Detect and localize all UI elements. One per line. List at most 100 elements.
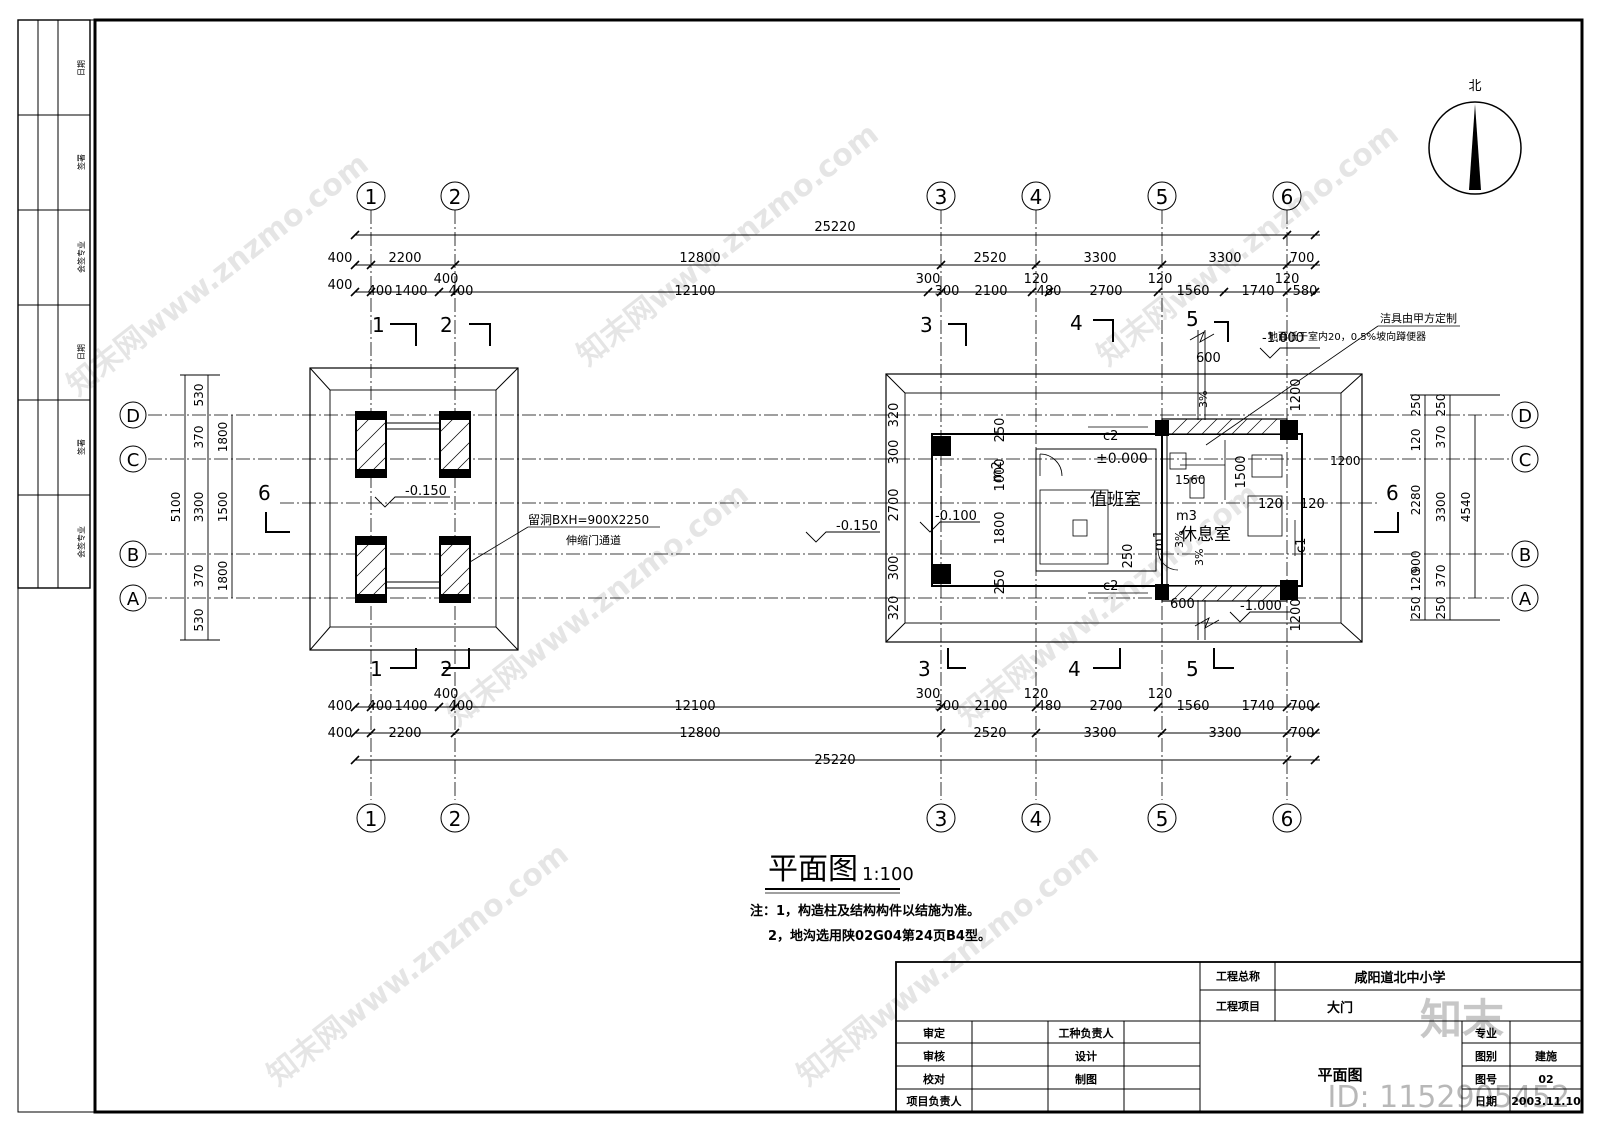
column-axis-bubbles-bottom: 1 2 3 4 5 6 xyxy=(356,803,1302,833)
tb-right-value: 02 xyxy=(1538,1073,1553,1086)
tb-sheet-title: 平面图 xyxy=(1317,1066,1362,1084)
dim-text: 120 xyxy=(1024,687,1049,702)
dim-text: 2100 xyxy=(974,284,1007,299)
dim-text: 3300 xyxy=(1083,726,1116,741)
dim-text: 1400 xyxy=(394,284,427,299)
dim-text: 2200 xyxy=(388,726,421,741)
dim-text: 2700 xyxy=(1089,284,1122,299)
strip-label: 日期 xyxy=(77,344,86,360)
dim-text: 3300 xyxy=(1208,251,1241,266)
dim-text: 300 xyxy=(887,556,902,581)
dim-text: 400 xyxy=(449,284,474,299)
slope-text: 3% xyxy=(1173,531,1186,548)
floor-note: 地面低于室内20，0.5%坡向蹲便器 xyxy=(1268,330,1426,343)
window-note: 留洞BXH=900X2250 xyxy=(528,513,649,527)
section-label: 6 xyxy=(258,481,271,505)
axis-label: 4 xyxy=(1030,185,1043,209)
tb-project-item-label: 工程项目 xyxy=(1216,999,1260,1013)
dim-text: 25220 xyxy=(814,220,855,235)
axis-label: C xyxy=(1519,450,1532,471)
dim-text: 1560 xyxy=(1175,473,1206,487)
dim-text: 1000 xyxy=(993,458,1008,491)
axis-label: 5 xyxy=(1156,185,1169,209)
dim-text: 250 xyxy=(1121,544,1136,569)
section-label: 1 xyxy=(370,657,383,681)
top-dimension-lines xyxy=(355,234,1320,761)
dim-text: 250 xyxy=(1434,394,1448,417)
dim-text: 250 xyxy=(1409,597,1423,620)
guard-house xyxy=(885,373,1363,643)
dim-text: 1200 xyxy=(1289,598,1304,631)
axis-label: B xyxy=(127,545,139,566)
dim-text: 250 xyxy=(993,570,1008,595)
sheet-outer-frame xyxy=(17,19,1583,1113)
dim-text: 580 xyxy=(1293,284,1318,299)
dim-text: 530 xyxy=(192,384,206,407)
dim-text: 400 xyxy=(328,278,353,293)
dim-text: 400 xyxy=(368,699,393,714)
dim-text: 1740 xyxy=(1241,699,1274,714)
tb-right-value: 2003.11.10 xyxy=(1511,1095,1581,1108)
title-block-texts: 工程总称 咸阳道北中小学 工程项目 大门 平面图 审定 审核 校对 项目负责人 … xyxy=(907,969,1582,1108)
room-label-rest: 休息室 xyxy=(1180,525,1231,545)
dim-text: 370 xyxy=(192,565,206,588)
column-axis-bubbles-top: 1 2 3 4 5 6 xyxy=(356,181,1302,211)
axis-label: 3 xyxy=(935,807,948,831)
axis-label: 6 xyxy=(1281,807,1294,831)
dim-text: 120 xyxy=(1409,429,1423,452)
dim-text: 120 xyxy=(1258,497,1283,512)
tb-right-value: 建施 xyxy=(1535,1049,1557,1063)
window-c2-bottom: c2 xyxy=(1103,579,1118,594)
dim-text: 3300 xyxy=(192,492,206,523)
dim-text: 300 xyxy=(935,284,960,299)
right-dimension-texts: 250 250 120 370 2280 900 120 370 250 250… xyxy=(1330,394,1473,620)
dim-text: 370 xyxy=(192,426,206,449)
section-marks xyxy=(265,319,1399,669)
dim-text: 1740 xyxy=(1241,284,1274,299)
tb-role2: 设计 xyxy=(1075,1049,1097,1063)
axis-label: A xyxy=(1519,589,1532,610)
leader-lines xyxy=(469,325,1460,563)
dim-text: 400 xyxy=(328,726,353,741)
slope-text: 3% xyxy=(1193,549,1206,566)
elevation-text: -0.150 xyxy=(405,484,447,499)
dim-text: 600 xyxy=(1196,351,1221,366)
dim-text: 1400 xyxy=(394,699,427,714)
dim-text: 300 xyxy=(887,440,902,465)
dim-text: 1500 xyxy=(1234,455,1249,488)
dim-text: 480 xyxy=(1037,284,1062,299)
dim-text: 25220 xyxy=(814,753,855,768)
left-dimension-texts: 530 370 1800 1500 3300 1800 370 530 5100 xyxy=(169,384,230,632)
tb-role2: 工种负责人 xyxy=(1059,1026,1115,1040)
axis-label: 6 xyxy=(1281,185,1294,209)
axis-label: 2 xyxy=(449,807,462,831)
section-label: 6 xyxy=(1386,481,1399,505)
dim-text: 400 xyxy=(434,272,459,287)
tb-role: 审定 xyxy=(923,1026,945,1040)
dim-text: 4540 xyxy=(1459,492,1473,523)
dim-text: 1560 xyxy=(1176,699,1209,714)
row-axis-bubbles: D C B A D C B A xyxy=(119,401,1539,612)
sanitary-note: 洁具由甲方定制 xyxy=(1380,311,1457,325)
strip-label: 会签专业 xyxy=(76,241,86,273)
tb-project-item: 大门 xyxy=(1327,1000,1353,1016)
axis-label: 1 xyxy=(365,185,378,209)
dim-text: 120 xyxy=(1300,497,1325,512)
dim-text: 250 xyxy=(993,418,1008,443)
tb-role: 校对 xyxy=(923,1072,945,1086)
dim-text: 120 xyxy=(1148,687,1173,702)
left-gate-pier xyxy=(309,367,519,651)
dim-text: 120 xyxy=(1275,272,1300,287)
dim-text: 400 xyxy=(434,687,459,702)
dim-text: 2100 xyxy=(974,699,1007,714)
drawing-title: 平面图 xyxy=(768,852,858,887)
dim-text: 530 xyxy=(192,609,206,632)
dim-text: 480 xyxy=(1037,699,1062,714)
axis-label: 3 xyxy=(935,185,948,209)
tb-right-label: 图别 xyxy=(1475,1049,1497,1063)
dim-text: 5100 xyxy=(169,492,183,523)
dim-text: 1800 xyxy=(993,511,1008,544)
dim-text: 320 xyxy=(887,403,902,428)
axis-label: A xyxy=(127,589,140,610)
bottom-dimension-texts: 400 400 1400 400 400 12100 300 300 2100 … xyxy=(328,687,1315,768)
